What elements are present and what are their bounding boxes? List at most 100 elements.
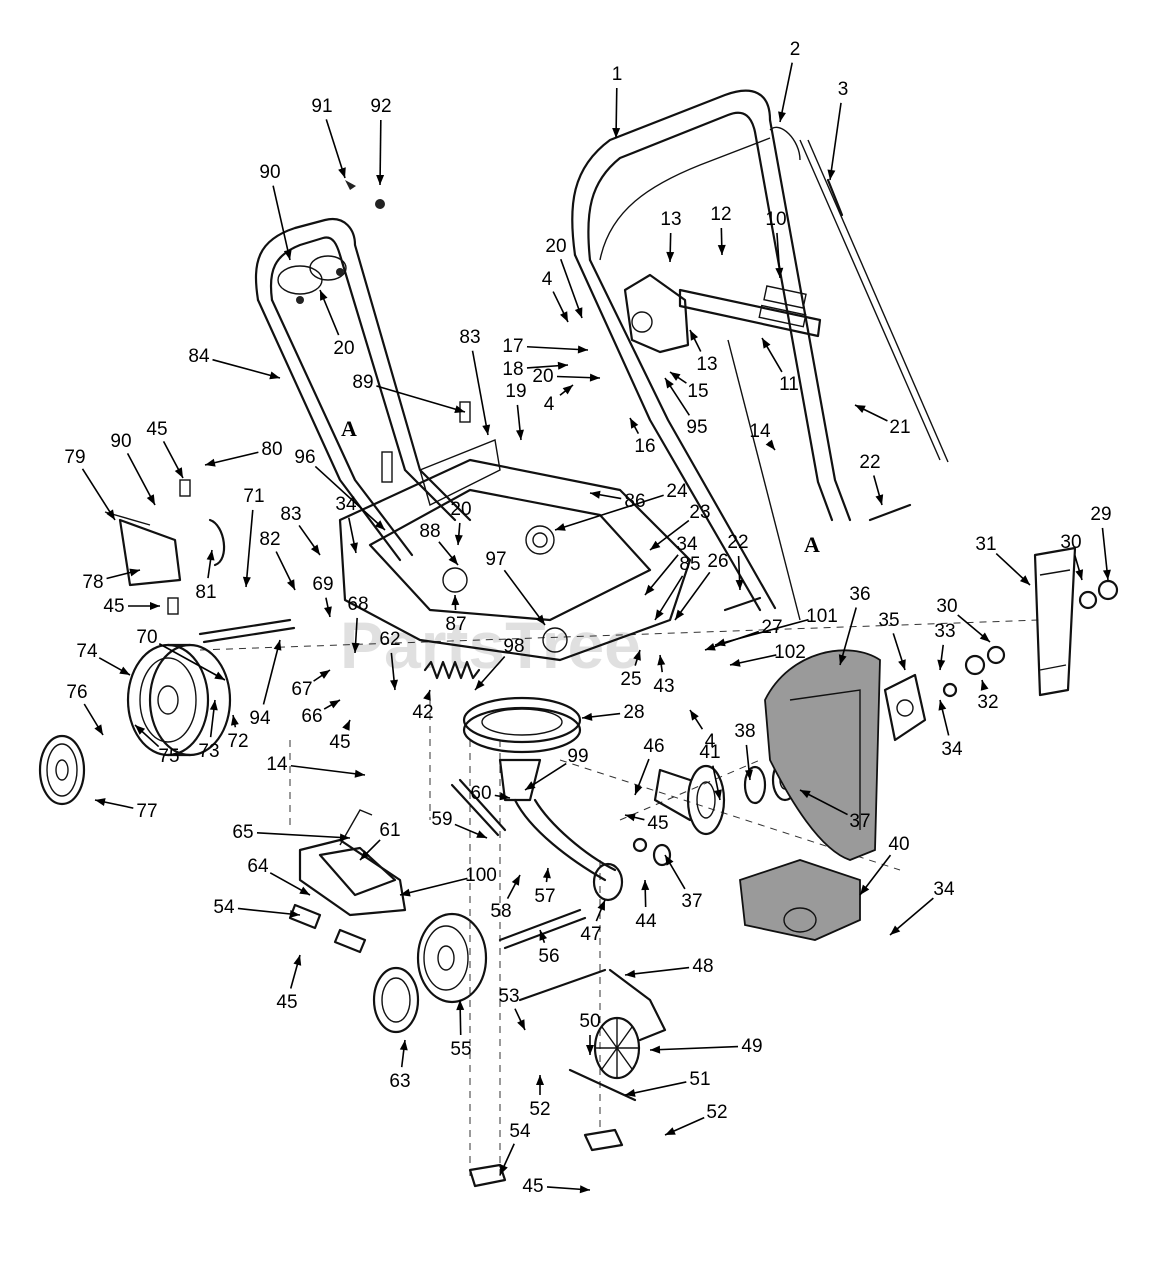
leader-line [829, 102, 842, 181]
callout-72: 72 [227, 714, 249, 752]
callout-number: 61 [379, 820, 400, 841]
leader-arrowhead [525, 781, 536, 790]
callout-number: 27 [761, 617, 782, 638]
leader-arrowhead [242, 576, 251, 587]
leader-arrowhead [714, 789, 722, 800]
leader-arrowhead [174, 467, 183, 478]
callout-number: 20 [545, 236, 566, 257]
callout-54: 54 [499, 1121, 531, 1176]
leader-arrowhead [800, 790, 811, 799]
callout-number: 31 [975, 534, 996, 555]
callout-number: 91 [311, 96, 332, 117]
leader-arrowhead [675, 609, 685, 620]
callout-63: 63 [389, 1039, 411, 1092]
callout-20: 20 [450, 499, 472, 546]
callout-24: 24 [554, 481, 688, 531]
callout-number: 81 [195, 582, 216, 603]
leader-arrowhead [150, 602, 160, 610]
callout-91: 91 [311, 96, 346, 179]
leader-arrowhead [765, 439, 775, 450]
leader-arrowhead [535, 614, 545, 625]
callout-34: 34 [644, 534, 698, 596]
callout-number: 22 [859, 452, 880, 473]
edger-blade [1033, 546, 1077, 697]
callout-90: 90 [259, 162, 292, 261]
leader-arrowhead [499, 792, 510, 801]
callout-57: 57 [534, 867, 556, 907]
leader-line [158, 643, 226, 681]
leader-arrowhead [582, 712, 593, 721]
callout-48: 48 [624, 956, 714, 978]
callout-number: 10 [765, 209, 786, 230]
callout-34: 34 [938, 699, 963, 760]
watermark-text: PartsTree [340, 608, 641, 682]
leader-arrowhead [560, 311, 568, 322]
leader-arrowhead [94, 724, 103, 735]
callout-80: 80 [204, 439, 283, 467]
callout-number: 20 [532, 366, 553, 387]
callout-number: 66 [301, 706, 322, 727]
leader-arrowhead [665, 378, 674, 389]
leader-arrowhead [979, 632, 990, 642]
leader-arrowhead [562, 385, 573, 395]
callout-number: 15 [687, 381, 708, 402]
callout-number: 45 [276, 992, 297, 1013]
callout-84: 84 [188, 346, 281, 380]
callout-number: 75 [158, 746, 179, 767]
leader-arrowhead [717, 244, 726, 255]
callout-25: 25 [620, 649, 642, 690]
callout-number: 90 [110, 431, 131, 452]
leader-arrowhead [310, 544, 320, 555]
callout-20: 20 [532, 366, 601, 387]
callout-number: 19 [505, 381, 526, 402]
callout-45: 45 [103, 596, 160, 617]
leader-line [256, 831, 351, 839]
leader-arrowhead [586, 1045, 594, 1055]
callout-4: 4 [542, 269, 569, 323]
leader-arrowhead [650, 540, 661, 550]
callout-20: 20 [545, 236, 583, 319]
leader-arrowhead [574, 307, 583, 318]
leader-arrowhead [135, 725, 146, 735]
leader-arrowhead [633, 650, 641, 661]
callout-96: 96 [294, 447, 386, 531]
callout-43: 43 [653, 654, 675, 697]
leader-arrowhead [665, 1127, 676, 1135]
leader-arrowhead [735, 579, 744, 590]
leader-arrowhead [319, 670, 330, 679]
leader-arrowhead [324, 606, 332, 617]
callout-number: 4 [544, 394, 555, 415]
callout-40: 40 [859, 834, 910, 896]
callout-44: 44 [635, 879, 657, 932]
callout-number: 29 [1090, 504, 1111, 525]
callout-30: 30 [936, 596, 991, 643]
leader-arrowhead [980, 680, 989, 691]
callout-3: 3 [827, 79, 848, 181]
leader-arrowhead [555, 523, 566, 531]
callout-55: 55 [450, 999, 472, 1060]
callout-number: 49 [741, 1036, 762, 1057]
callout-number: 95 [686, 417, 707, 438]
section-marker-a: A [804, 532, 820, 557]
callout-number: 40 [888, 834, 909, 855]
callout-41: 41 [699, 742, 722, 801]
leader-arrowhead [1019, 575, 1030, 585]
leader-arrowhead [625, 1089, 636, 1097]
leader-line [81, 468, 116, 521]
callout-32: 32 [977, 679, 999, 713]
section-marker-a: A [341, 416, 357, 441]
callout-number: 14 [266, 754, 288, 775]
callout-102: 102 [729, 642, 806, 667]
callout-number: 101 [806, 606, 838, 627]
leader-arrowhead [645, 584, 655, 595]
callout-31: 31 [975, 534, 1031, 586]
callout-number: 51 [689, 1069, 710, 1090]
callout-36: 36 [838, 584, 871, 666]
callout-83: 83 [459, 327, 491, 436]
callout-10: 10 [765, 209, 787, 279]
leader-arrowhead [938, 700, 947, 711]
leader-line [560, 258, 583, 319]
callout-number: 53 [498, 986, 519, 1007]
